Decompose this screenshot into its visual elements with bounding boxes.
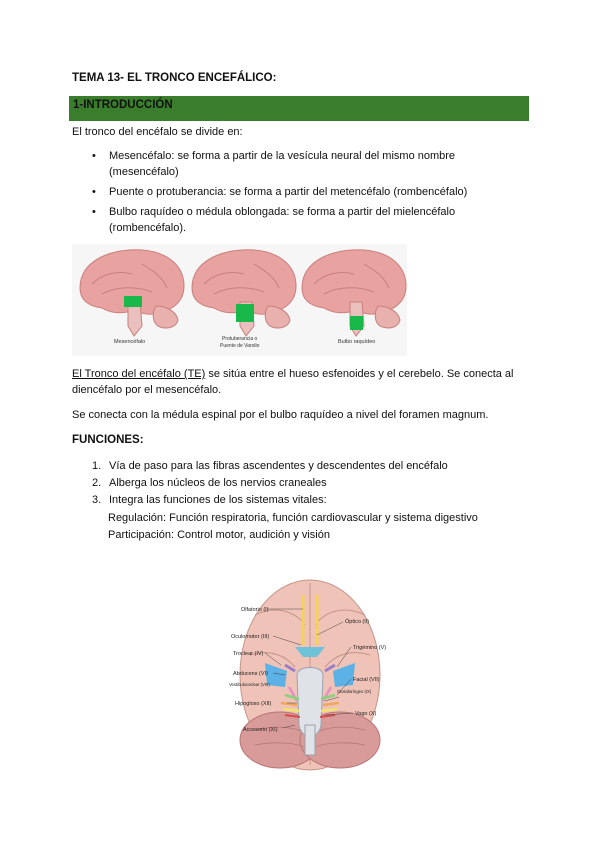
page-title: TEMA 13- EL TRONCO ENCEFÁLICO: bbox=[72, 72, 277, 84]
funciones-heading: FUNCIONES: bbox=[72, 434, 144, 446]
funcion-text: Alberga los núcleos de los nervios crane… bbox=[109, 477, 327, 489]
te-underlined-term: El Tronco del encéfalo (TE) bbox=[72, 368, 206, 380]
funcion-item: 2. Alberga los núcleos de los nervios cra… bbox=[92, 475, 532, 491]
te-paragraph: El Tronco del encéfalo (TE) se sitúa ent… bbox=[72, 366, 532, 398]
te-paragraph-rest: se sitúa entre el hueso esfenoides y el … bbox=[72, 368, 514, 396]
funciones-list: 1. Vía de paso para las fibras ascendente… bbox=[92, 458, 532, 509]
label-abducens: Abducens (VI) bbox=[233, 671, 268, 677]
regulacion-line: Regulación: Función respiratoria, funció… bbox=[108, 512, 478, 524]
funcion-number: 1. bbox=[92, 460, 102, 472]
label-trigemino: Trigémino (V) bbox=[353, 645, 386, 651]
funcion-number: 3. bbox=[92, 494, 102, 506]
funcion-number: 2. bbox=[92, 477, 102, 489]
label-facial: Facial (VII) bbox=[353, 677, 380, 683]
bullet-item: Mesencéfalo: se forma a partir de la ves… bbox=[92, 148, 512, 180]
label-hipogloso: Hipogloso (XII) bbox=[235, 701, 272, 707]
section-heading: 1-INTRODUCCIÓN bbox=[73, 99, 173, 111]
funcion-text: Integra las funciones de los sistemas vi… bbox=[109, 494, 327, 506]
funcion-item: 3. Integra las funciones de los sistemas … bbox=[92, 492, 532, 508]
brainstem-divisions-figure: Mesencéfalo Protuberancia o Puente de Va… bbox=[72, 244, 407, 356]
label-vago: Vago (X) bbox=[355, 711, 376, 717]
label-accesorio: Accesorio (XI) bbox=[243, 727, 278, 733]
label-optico: Óptico (II) bbox=[345, 618, 369, 625]
section-heading-bar: 1-INTRODUCCIÓN bbox=[69, 96, 529, 121]
intro-text: El tronco del encéfalo se divide en: bbox=[72, 126, 243, 138]
label-bulbo: Bulbo raquídeo bbox=[338, 339, 375, 345]
brain-protuberancia-image: Protuberancia o Puente de Varolio bbox=[191, 249, 297, 349]
label-glosofaringeo: Glosofaríngeo (IX) bbox=[337, 689, 372, 694]
brain-base-image bbox=[239, 579, 381, 771]
cranial-nerve-labels: Olfatorio (I) Oculomotor (III) Troclear … bbox=[229, 607, 386, 733]
bullet-list: Mesencéfalo: se forma a partir de la ves… bbox=[92, 148, 512, 240]
label-troclear: Troclear (IV) bbox=[233, 651, 264, 657]
funcion-item: 1. Vía de paso para las fibras ascendente… bbox=[92, 458, 532, 474]
label-mesencefalo: Mesencéfalo bbox=[114, 339, 145, 345]
label-protuberancia-1: Protuberancia o bbox=[222, 336, 258, 342]
bullet-item: Puente o protuberancia: se forma a parti… bbox=[92, 184, 512, 200]
label-vestibulococlear: Vestibulococlear (VIII) bbox=[229, 682, 270, 687]
cranial-nerves-figure: Olfatorio (I) Oculomotor (III) Troclear … bbox=[229, 579, 386, 771]
label-protuberancia-2: Puente de Varolio bbox=[220, 343, 260, 349]
bullet-item: Bulbo raquídeo o médula oblongada: se fo… bbox=[92, 204, 512, 236]
brain-mesencefalo-image: Mesencéfalo bbox=[79, 249, 185, 345]
brain-bulbo-image: Bulbo raquídeo bbox=[301, 249, 407, 345]
funcion-text: Vía de paso para las fibras ascendentes … bbox=[109, 460, 448, 472]
participacion-line: Participación: Control motor, audición y… bbox=[108, 529, 330, 541]
label-olfatorio: Olfatorio (I) bbox=[241, 607, 269, 613]
spinal-paragraph: Se conecta con la médula espinal por el … bbox=[72, 409, 489, 421]
label-oculomotor: Oculomotor (III) bbox=[231, 634, 269, 640]
